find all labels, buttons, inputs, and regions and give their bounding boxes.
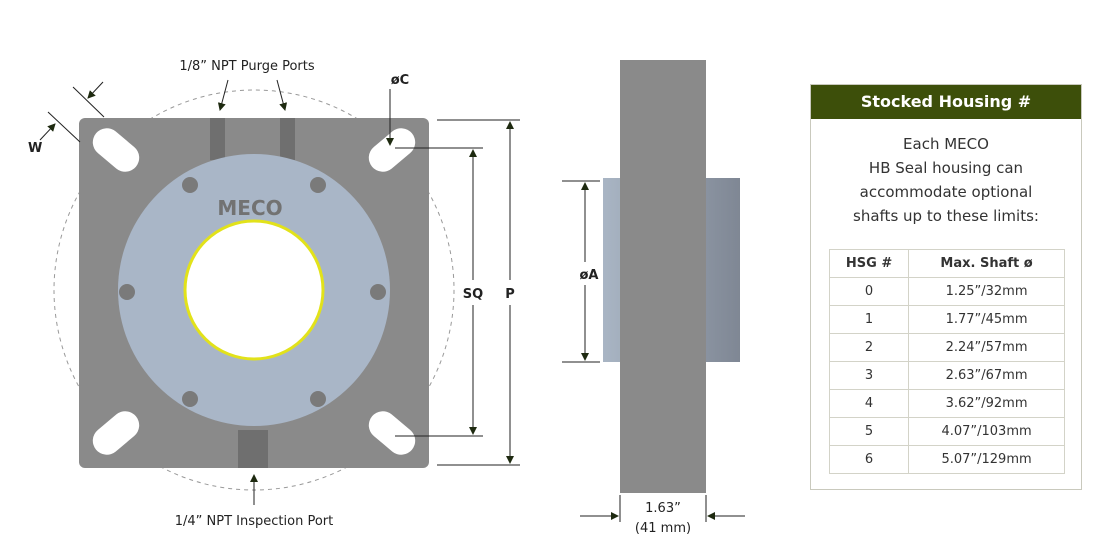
description-line: shafts up to these limits: bbox=[853, 207, 1039, 225]
hsg-cell: 3 bbox=[828, 361, 910, 390]
dim-sq-label: SQ bbox=[463, 287, 483, 302]
shaft-cell: 2.24”/57mm bbox=[908, 333, 1065, 362]
panel-description: Each MECO HB Seal housing can accommodat… bbox=[811, 132, 1081, 228]
panel-title: Stocked Housing # bbox=[811, 85, 1081, 119]
front-view: MECO 1/8” NPT Purge Ports 1/4” NPT Inspe… bbox=[28, 59, 520, 529]
hsg-cell: 1 bbox=[828, 305, 910, 334]
plate-side bbox=[620, 60, 706, 493]
width-inches: 1.63” bbox=[645, 501, 681, 516]
mounting-slots bbox=[92, 128, 416, 455]
slot bbox=[368, 411, 416, 455]
meco-logo: MECO bbox=[217, 196, 282, 220]
description-line: Each MECO bbox=[903, 135, 989, 153]
width-mm: (41 mm) bbox=[635, 521, 691, 536]
hsg-cell: 5 bbox=[828, 417, 910, 446]
hsg-cell: 2 bbox=[828, 333, 910, 362]
description-line: HB Seal housing can bbox=[868, 159, 1024, 177]
purge-port bbox=[280, 118, 295, 160]
dim-p-label: P bbox=[505, 287, 515, 302]
dim-c-label: øC bbox=[391, 73, 409, 88]
shaft-cell: 1.77”/45mm bbox=[908, 305, 1065, 334]
dim-w-label: W bbox=[28, 141, 42, 156]
column-header: HSG # bbox=[828, 249, 910, 278]
hsg-cell: 6 bbox=[828, 445, 910, 474]
hsg-cell: 0 bbox=[828, 277, 910, 306]
inspection-port-label: 1/4” NPT Inspection Port bbox=[175, 514, 333, 529]
slot bbox=[92, 128, 140, 172]
bolts bbox=[119, 177, 386, 407]
table-header: HSG # Max. Shaft ø bbox=[828, 249, 1065, 278]
side-view: øA 1.63” (41 mm) bbox=[562, 60, 745, 536]
shaft-cell: 3.62”/92mm bbox=[908, 389, 1065, 418]
dim-a-label: øA bbox=[580, 268, 599, 283]
column-header: Max. Shaft ø bbox=[908, 249, 1065, 278]
shaft-bore bbox=[183, 219, 325, 361]
shaft-cell: 4.07”/103mm bbox=[908, 417, 1065, 446]
inspection-port bbox=[238, 430, 268, 468]
stocked-housing-panel: Stocked Housing # Each MECO HB Seal hous… bbox=[810, 84, 1082, 490]
hsg-cell: 4 bbox=[828, 389, 910, 418]
purge-ports-label: 1/8” NPT Purge Ports bbox=[179, 59, 315, 74]
shaft-cell: 1.25”/32mm bbox=[908, 277, 1065, 306]
slot bbox=[92, 411, 140, 455]
purge-port bbox=[210, 118, 225, 160]
shaft-cell: 5.07”/129mm bbox=[908, 445, 1065, 474]
shaft-cell: 2.63”/67mm bbox=[908, 361, 1065, 390]
slot bbox=[368, 128, 416, 172]
description-line: accommodate optional bbox=[859, 183, 1033, 201]
